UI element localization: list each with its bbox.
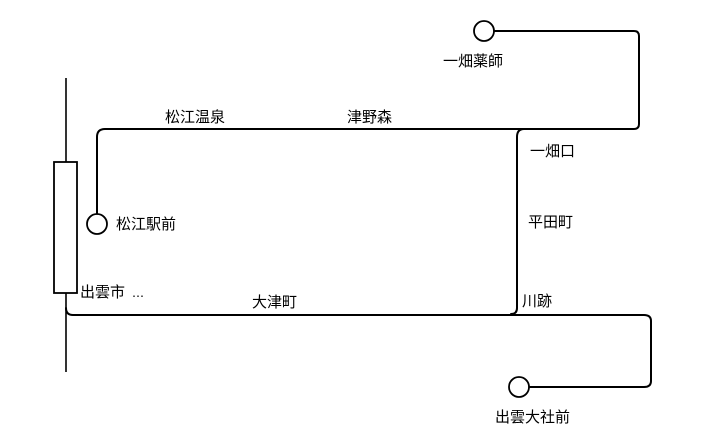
station-ichibata-yakushi-terminal[interactable] [473,20,495,42]
line-izumoshi-to-izumo-taisha [65,307,652,388]
label-izumoshi-suffix: … [132,286,147,300]
label-matsue-onsen: 松江温泉 [165,108,225,126]
label-izumoshi: 出雲市 [80,283,125,301]
label-ichibata-yakushi: 一畑薬師 [443,52,503,70]
line-ichibataguchi-to-kawato [510,128,525,315]
label-matsue-ekimae: 松江駅前 [116,215,176,233]
label-otsu-cho: 大津町 [252,293,297,311]
label-izumo-taisha-mae: 出雲大社前 [495,408,570,426]
station-matsue-ekimae-terminal[interactable] [86,213,108,235]
label-tsunomori: 津野森 [347,108,392,126]
izumoshi-station-box [53,161,78,294]
label-kawato: 川跡 [522,292,552,310]
line-matsue-to-ichibata-yakushi [96,30,640,215]
label-ichibataguchi: 一畑口 [530,142,575,160]
station-izumo-taisha-mae-terminal[interactable] [508,376,530,398]
label-hirata-cho: 平田町 [528,213,573,231]
